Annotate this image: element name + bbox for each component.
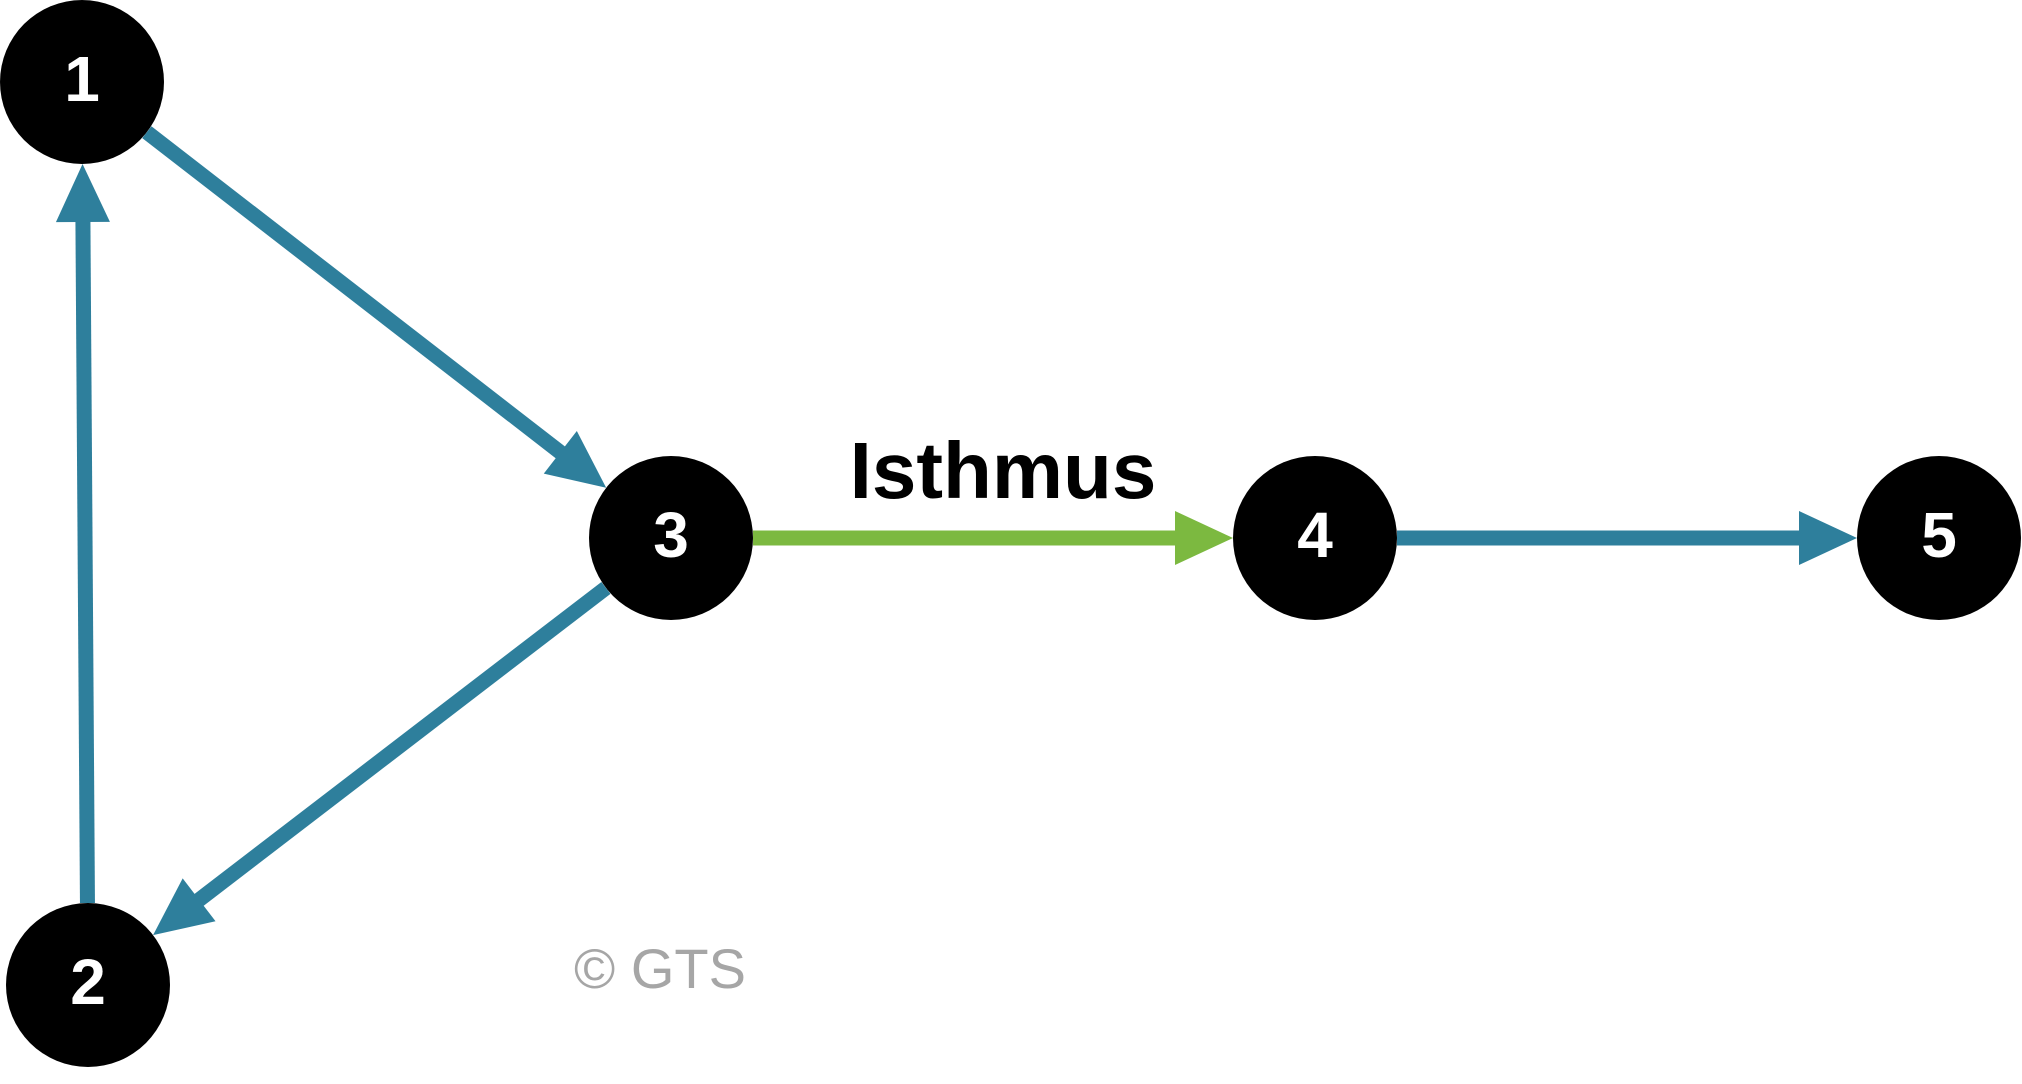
node-circle-3 (589, 456, 753, 620)
arrowhead-4-5 (1799, 511, 1857, 565)
node-3: 3 (589, 456, 753, 620)
edges-group (55, 126, 1857, 936)
labels-group: Isthmus © GTS (574, 426, 1156, 1000)
arrowhead-3-4 (1175, 511, 1233, 565)
node-circle-2 (6, 903, 170, 1067)
node-label-4: 4 (1297, 499, 1333, 571)
copyright-text: © GTS (574, 937, 746, 1000)
arrowhead-1-3 (543, 430, 607, 488)
edge-1-3 (142, 126, 607, 488)
edge-line-2-1 (75, 219, 95, 904)
edge-line-3-2 (192, 581, 611, 907)
node-1: 1 (0, 0, 164, 164)
node-label-2: 2 (70, 946, 106, 1018)
node-5: 5 (1857, 456, 2021, 620)
edge-4-5 (1397, 511, 1857, 565)
edge-3-4 (753, 511, 1233, 565)
node-label-3: 3 (653, 499, 689, 571)
node-circle-4 (1233, 456, 1397, 620)
edge-2-1 (55, 163, 110, 904)
node-4: 4 (1233, 456, 1397, 620)
node-label-1: 1 (64, 43, 100, 115)
edge-3-2 (153, 581, 611, 936)
edge-label-3-4: Isthmus (850, 426, 1157, 515)
node-2: 2 (6, 903, 170, 1067)
arrowhead-3-2 (153, 878, 216, 936)
arrowhead-2-1 (55, 163, 110, 223)
node-circle-5 (1857, 456, 2021, 620)
node-label-5: 5 (1921, 499, 1957, 571)
node-circle-1 (0, 0, 164, 164)
edge-line-1-3 (142, 126, 567, 460)
